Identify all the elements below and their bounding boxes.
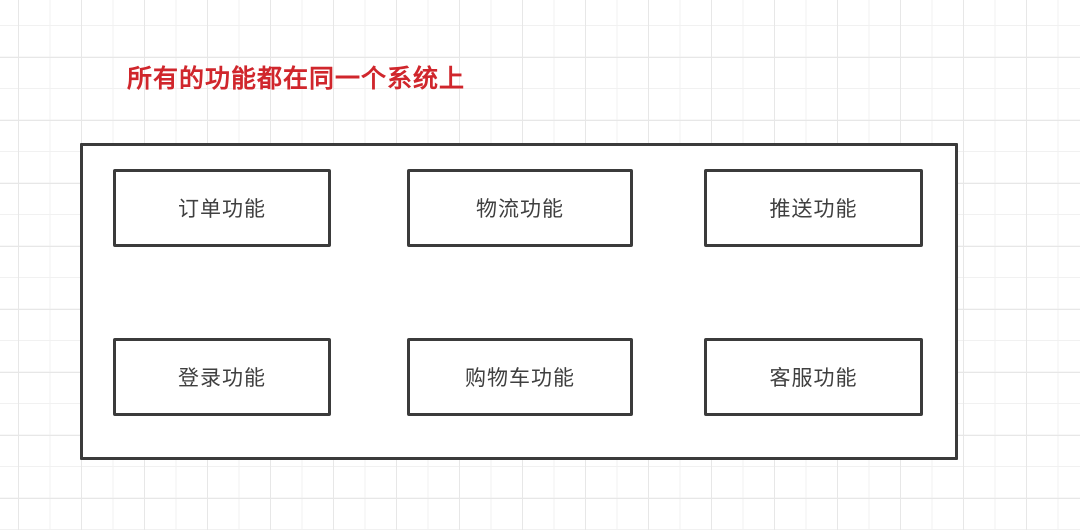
- module-label-push: 推送功能: [769, 198, 858, 221]
- module-label-order: 订单功能: [178, 198, 266, 221]
- module-label-customer-service: 客服功能: [769, 367, 858, 390]
- module-box-login: 登录功能: [113, 338, 331, 416]
- module-box-customer-service: 客服功能: [704, 338, 923, 416]
- module-label-login: 登录功能: [178, 367, 266, 390]
- diagram-title: 所有的功能都在同一个系统上: [127, 65, 466, 93]
- module-box-logistics: 物流功能: [407, 169, 633, 247]
- module-box-push: 推送功能: [704, 169, 923, 247]
- module-label-cart: 购物车功能: [465, 367, 575, 390]
- module-label-logistics: 物流功能: [476, 198, 564, 221]
- module-box-cart: 购物车功能: [407, 338, 633, 416]
- module-box-order: 订单功能: [113, 169, 331, 247]
